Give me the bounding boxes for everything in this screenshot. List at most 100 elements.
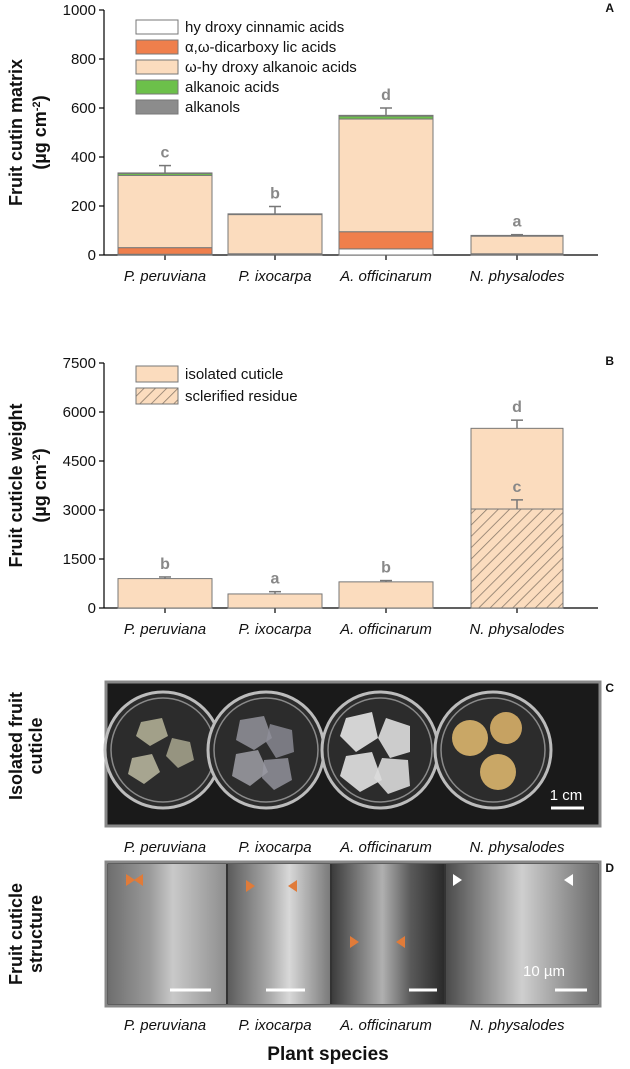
panel-c-species-2: P. ixocarpa bbox=[238, 839, 311, 856]
y-axis-label: Fruit cutin matrix bbox=[6, 59, 26, 206]
panel-c-row-label-1: Isolated fruit bbox=[6, 692, 26, 800]
arrowhead-icon bbox=[126, 874, 135, 886]
significance-label: c bbox=[513, 479, 522, 496]
legend-swatch bbox=[135, 19, 179, 35]
significance-label: d bbox=[512, 399, 522, 416]
panel-d-scale-label: 10 µm bbox=[523, 963, 565, 980]
panel-d-micrographs: D Fruit cuticle structure 10 µm P. peruv… bbox=[6, 860, 614, 1034]
y-tick-label: 0 bbox=[88, 247, 96, 264]
significance-label: b bbox=[381, 560, 391, 577]
arrowhead-icon bbox=[134, 874, 143, 886]
y-tick-label: 6000 bbox=[63, 404, 96, 421]
panel-c-species-3: A. officinarum bbox=[339, 839, 432, 856]
significance-label: a bbox=[271, 571, 280, 588]
legend-label: α,ω-dicarboxy lic acids bbox=[185, 39, 336, 56]
petri-dish-p-ixocarpa bbox=[206, 690, 326, 810]
legend-label: isolated cuticle bbox=[185, 366, 283, 383]
panel-a-legend: hy droxy cinnamic acids α,ω-dicarboxy lic… bbox=[135, 19, 357, 116]
bar-segment bbox=[338, 231, 434, 250]
x-tick-label: N. physalodes bbox=[469, 268, 565, 285]
y-tick-label: 1500 bbox=[63, 551, 96, 568]
petri-dish-a-officinarum bbox=[320, 690, 440, 810]
y-tick-label: 3000 bbox=[63, 502, 96, 519]
y-axis-label: Fruit cuticle weight bbox=[6, 403, 26, 567]
panel-c-photos: C Isolated fruit cuticle bbox=[6, 680, 614, 856]
y-tick-label: 7500 bbox=[63, 355, 96, 372]
legend-label: sclerified residue bbox=[185, 388, 298, 405]
panel-letter: B bbox=[605, 354, 614, 368]
significance-label: c bbox=[161, 145, 170, 162]
x-tick-label: P. ixocarpa bbox=[238, 268, 311, 285]
panel-d-row-label-1: Fruit cuticle bbox=[6, 883, 26, 985]
significance-label: b bbox=[160, 556, 170, 573]
legend-swatch bbox=[135, 79, 179, 95]
y-tick-label: 800 bbox=[71, 51, 96, 68]
bar-segment bbox=[117, 174, 213, 249]
legend-label: hy droxy cinnamic acids bbox=[185, 19, 344, 36]
x-axis-title: Plant species bbox=[267, 1044, 388, 1065]
arrowhead-icon bbox=[564, 874, 573, 886]
bar-segment bbox=[227, 214, 323, 255]
y-axis-unit: (µg cm-2) bbox=[30, 448, 50, 522]
legend-swatch bbox=[135, 365, 179, 383]
sem-image-n-physalodes bbox=[446, 864, 598, 1004]
petri-dish-n-physalodes bbox=[433, 690, 553, 810]
significance-label: d bbox=[381, 87, 391, 104]
bar-isolated-cuticle bbox=[338, 581, 434, 609]
y-tick-label: 400 bbox=[71, 149, 96, 166]
bar-isolated-cuticle bbox=[117, 578, 213, 609]
arrowhead-icon bbox=[246, 880, 255, 892]
significance-label: a bbox=[513, 214, 522, 231]
legend-label: ω-hy droxy alkanoic acids bbox=[185, 59, 357, 76]
bar-isolated-cuticle bbox=[227, 593, 323, 609]
bar-segment bbox=[338, 114, 434, 117]
panel-b-legend: isolated cuticle sclerified residue bbox=[135, 365, 298, 405]
panel-d-species-3: A. officinarum bbox=[339, 1017, 432, 1034]
panel-letter: A bbox=[605, 1, 614, 15]
x-tick-label: A. officinarum bbox=[339, 621, 432, 638]
y-tick-label: 4500 bbox=[63, 453, 96, 470]
legend-label: alkanoic acids bbox=[185, 79, 279, 96]
panel-c-species-4: N. physalodes bbox=[469, 839, 565, 856]
arrowhead-icon bbox=[288, 880, 297, 892]
panel-c-letter: C bbox=[605, 681, 614, 695]
panel-c-species-labels: P. peruviana P. ixocarpa A. officinarum … bbox=[124, 839, 565, 856]
panel-c-row-label-2: cuticle bbox=[26, 717, 46, 774]
bar-sclerified-residue bbox=[470, 508, 564, 609]
x-tick-label: N. physalodes bbox=[469, 621, 565, 638]
panel-d-species-1: P. peruviana bbox=[124, 1017, 206, 1034]
legend-label: alkanols bbox=[185, 99, 240, 116]
legend-swatch bbox=[135, 99, 179, 115]
y-tick-label: 0 bbox=[88, 600, 96, 617]
panel-d-species-4: N. physalodes bbox=[469, 1017, 565, 1034]
legend-swatch bbox=[135, 387, 179, 405]
y-tick-label: 1000 bbox=[63, 2, 96, 19]
petri-dish-p-peruviana bbox=[103, 690, 223, 810]
x-tick-label: P. peruviana bbox=[124, 268, 206, 285]
bar-segment bbox=[338, 118, 434, 233]
y-axis-unit: (µg cm-2) bbox=[30, 95, 50, 169]
panel-d-species-2: P. ixocarpa bbox=[238, 1017, 311, 1034]
bar-segment bbox=[117, 247, 213, 255]
panel-c-scale-label: 1 cm bbox=[550, 787, 583, 804]
panel-d-letter: D bbox=[605, 861, 614, 875]
arrowhead-icon bbox=[453, 874, 462, 886]
x-tick-label: P. peruviana bbox=[124, 621, 206, 638]
sem-image-p-ixocarpa bbox=[228, 864, 330, 1004]
panel-d-row-label-2: structure bbox=[26, 895, 46, 973]
y-tick-label: 200 bbox=[71, 198, 96, 215]
legend-swatch bbox=[135, 39, 179, 55]
arrowhead-icon bbox=[350, 936, 359, 948]
arrowhead-icon bbox=[396, 936, 405, 948]
significance-label: b bbox=[270, 185, 280, 202]
sem-image-p-peruviana bbox=[108, 864, 226, 1004]
bar-segment bbox=[470, 235, 564, 255]
bar-segment bbox=[338, 248, 434, 256]
legend-swatch bbox=[135, 59, 179, 75]
sem-image-a-officinarum bbox=[332, 864, 444, 1004]
